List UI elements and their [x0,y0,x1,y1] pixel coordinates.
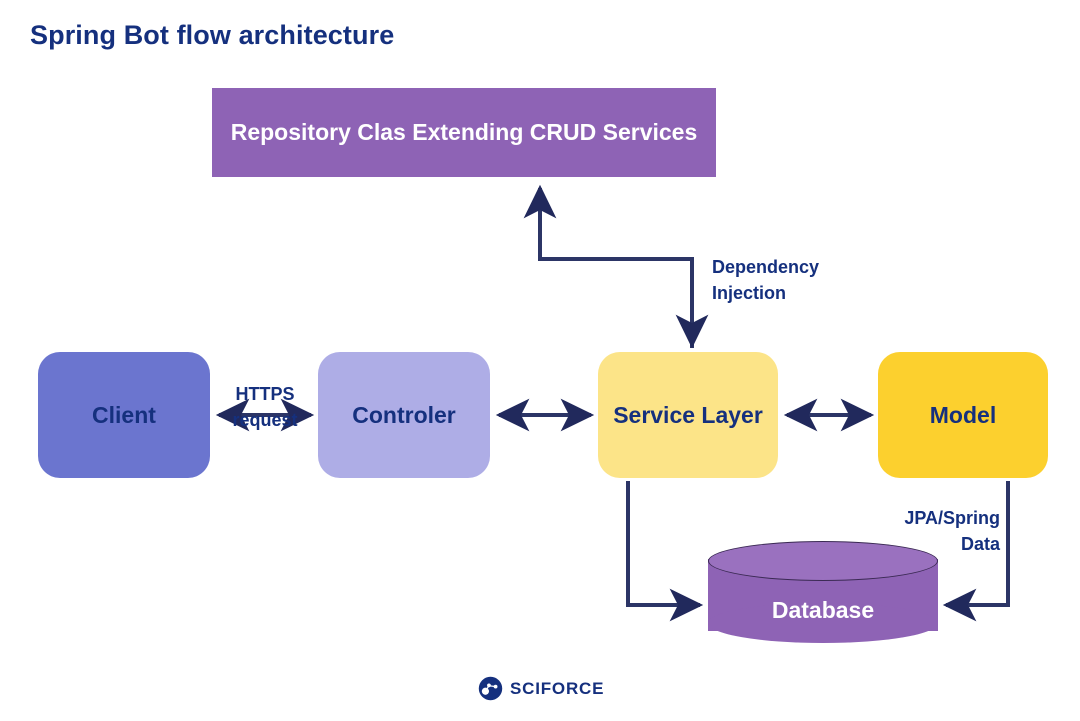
edge-service-to-repository [523,184,694,348]
node-controler[interactable]: Controler [318,352,490,478]
node-service-layer[interactable]: Service Layer [598,352,778,478]
node-model[interactable]: Model [878,352,1048,478]
node-repository-class[interactable]: Repository Clas Extending CRUD Services [212,88,716,177]
edge-service-to-database [626,481,704,622]
sciforce-network-globe-icon [478,676,503,701]
database-cylinder-top [708,541,938,581]
brand-name: SCIFORCE [510,678,605,698]
page-title: Spring Bot flow architecture [30,20,395,50]
edge-label-https-request: HTTPS request [232,384,298,431]
edge-label-jpa-spring-data: JPA/Spring Data [904,508,1000,555]
footer-brand: SCIFORCE [478,676,604,701]
database-label: Database [771,597,875,623]
edge-label-dependency-injection: Dependency Injection [712,257,820,304]
database-cylinder-bottom [708,603,938,643]
node-database[interactable]: Database [708,541,938,647]
node-client[interactable]: Client [38,352,210,478]
